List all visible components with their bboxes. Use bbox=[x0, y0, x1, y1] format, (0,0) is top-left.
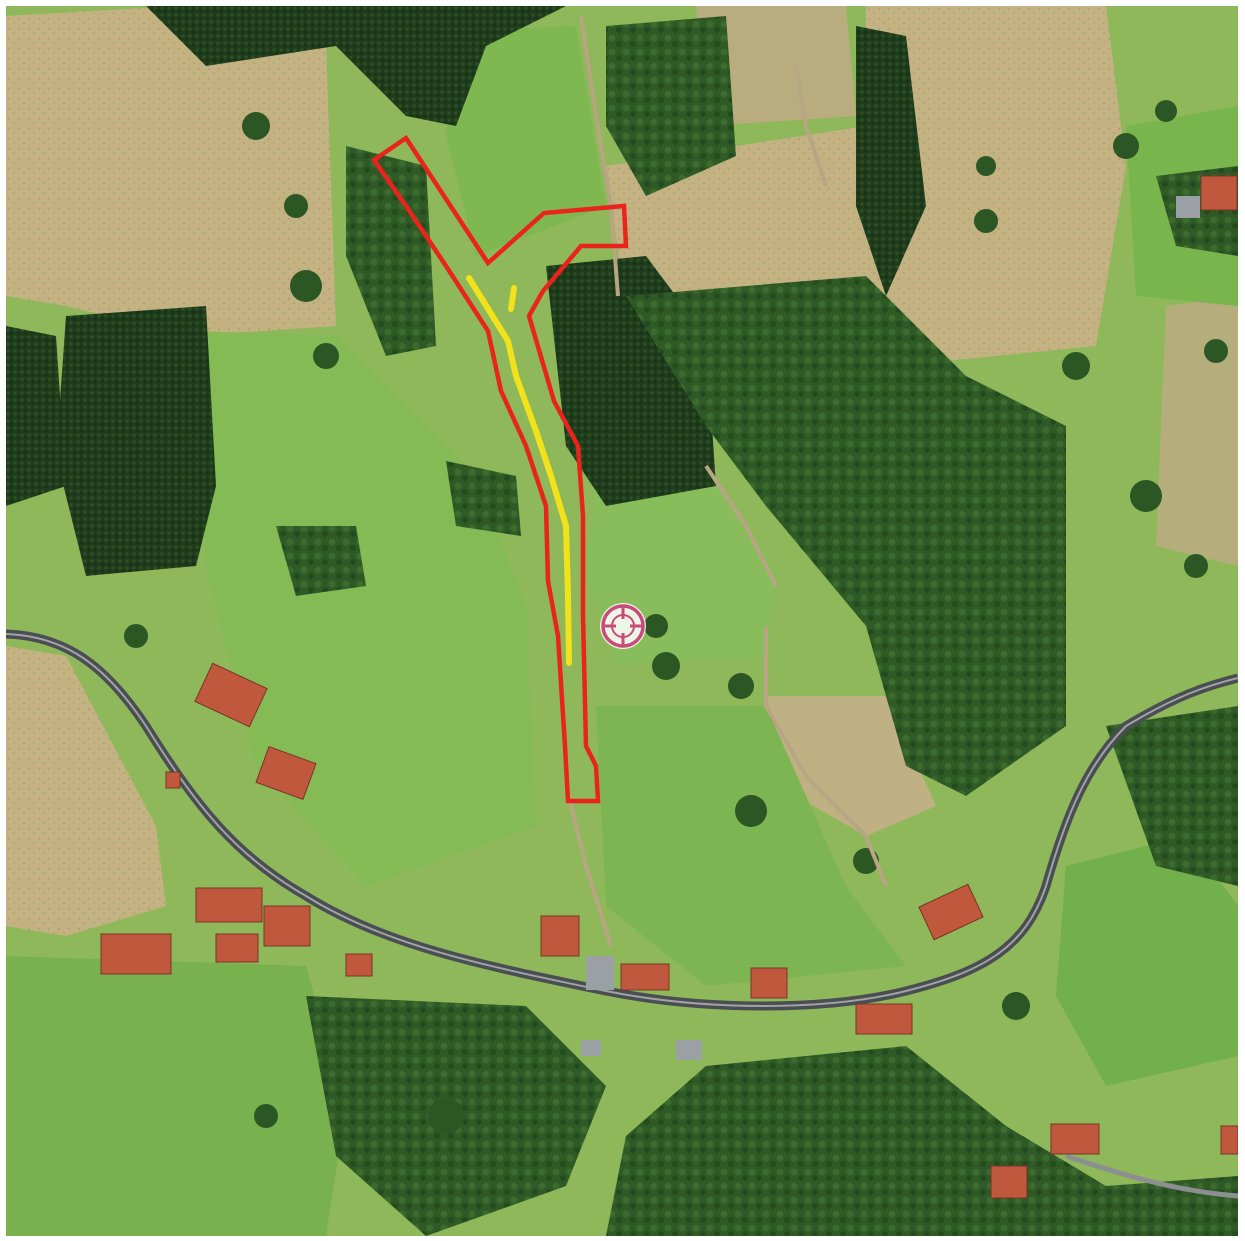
tree-clumps bbox=[124, 100, 1228, 1134]
crosshair-target-icon[interactable] bbox=[600, 603, 646, 649]
track-line bbox=[466, 275, 572, 666]
side-road bbox=[1065, 1153, 1238, 1199]
dirt-paths bbox=[564, 15, 888, 947]
grey-roofs bbox=[581, 196, 1200, 1060]
aerial-map[interactable] bbox=[6, 6, 1238, 1236]
green-meadows bbox=[6, 26, 1238, 1236]
main-road-edge bbox=[6, 633, 1238, 1007]
buildings bbox=[100, 175, 1238, 1199]
boundary-outline bbox=[370, 134, 629, 804]
